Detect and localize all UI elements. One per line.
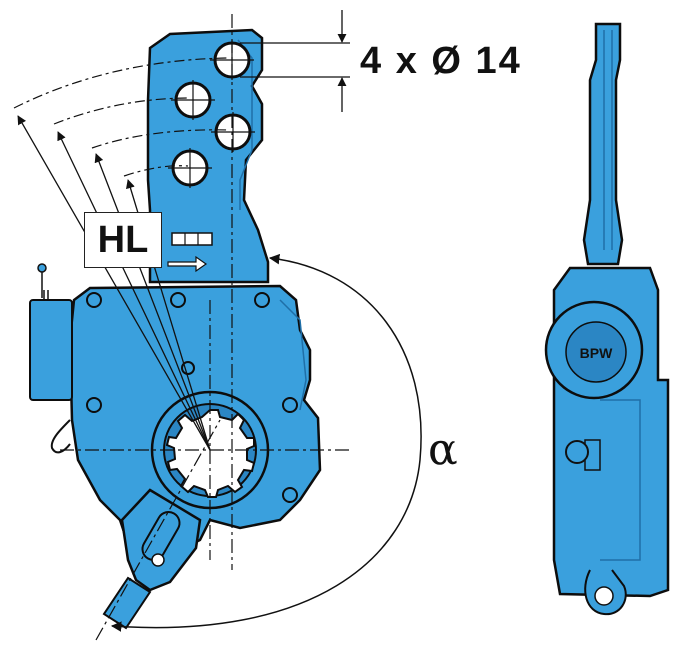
side-clip bbox=[29, 299, 73, 401]
angle-arc bbox=[110, 253, 422, 632]
hole-dimension-label: 4 x Ø 14 bbox=[360, 40, 522, 82]
side-cap-inner bbox=[565, 321, 627, 383]
side-arm bbox=[582, 22, 624, 266]
angle-label: α bbox=[428, 424, 458, 475]
svg-text:BPW: BPW bbox=[580, 345, 613, 361]
side-view: BPW bbox=[544, 22, 670, 616]
front-view bbox=[13, 10, 422, 641]
lever-length-label: HL bbox=[84, 212, 162, 268]
